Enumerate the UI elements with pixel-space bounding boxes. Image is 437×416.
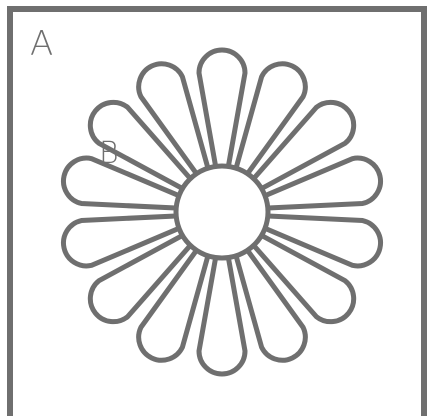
flower-diagram bbox=[0, 0, 437, 405]
label-a: A bbox=[30, 27, 53, 61]
label-b: B bbox=[99, 139, 119, 169]
diagram-canvas: A B bbox=[0, 0, 437, 405]
flower-center bbox=[176, 166, 268, 258]
